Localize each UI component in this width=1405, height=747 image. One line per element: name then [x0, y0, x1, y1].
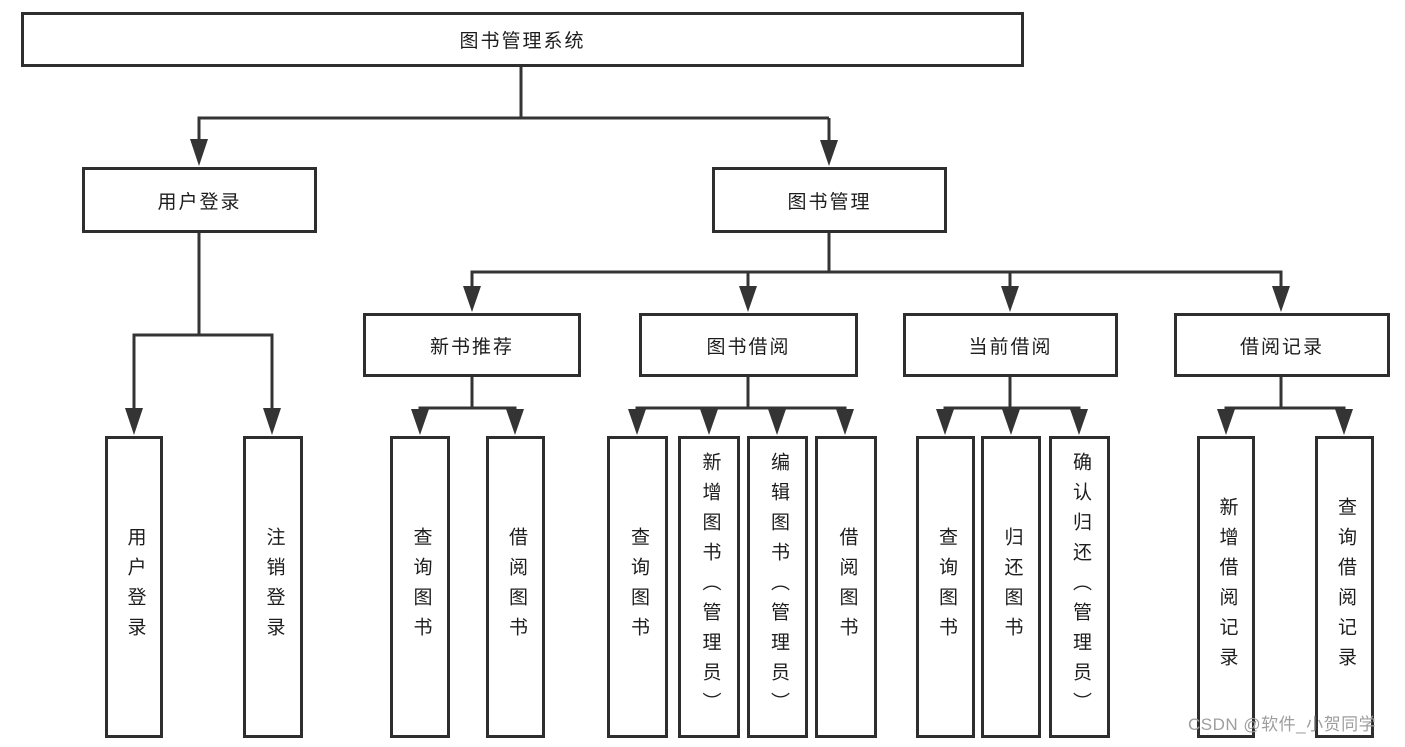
connector-new-book-children — [411, 377, 524, 435]
connector-book-borrow-children — [628, 377, 854, 435]
leaf-search-books-recommend: 查询图书 — [390, 436, 450, 738]
leaf-search-borrow-record: 查询借阅记录 — [1315, 436, 1374, 738]
node-label: 查询图书 — [627, 527, 649, 647]
node-label: 用户登录 — [124, 527, 146, 647]
node-label: 注销登录 — [263, 527, 285, 647]
node-borrowing-records: 借阅记录 — [1174, 313, 1390, 377]
connector-book-management-children — [463, 233, 1290, 312]
leaf-add-book-admin: 新增图书（管理员） — [678, 436, 740, 738]
leaf-borrow-books-borrowing: 借阅图书 — [815, 436, 877, 738]
node-label: 借阅图书 — [836, 527, 858, 647]
node-current-borrowing: 当前借阅 — [903, 313, 1118, 377]
connector-current-borrow-children — [936, 377, 1088, 435]
node-label: 借阅记录 — [1239, 336, 1324, 358]
leaf-user-login: 用户登录 — [105, 436, 163, 738]
node-new-book-recommendation: 新书推荐 — [363, 313, 581, 377]
node-label: 查询图书 — [935, 527, 957, 647]
leaf-borrow-books-recommend: 借阅图书 — [486, 436, 545, 738]
leaf-logout: 注销登录 — [243, 436, 303, 738]
node-label: 当前借阅 — [968, 336, 1053, 358]
node-label: 图书借阅 — [706, 336, 791, 358]
watermark: CSDN @软件_小贺同学 — [1188, 715, 1377, 734]
node-label: 新增图书（管理员） — [699, 452, 721, 722]
leaf-edit-book-admin: 编辑图书（管理员） — [747, 436, 808, 738]
node-label: 编辑图书（管理员） — [767, 452, 789, 722]
node-library-management-system: 图书管理系统 — [21, 12, 1024, 67]
node-label: 查询图书 — [410, 527, 432, 647]
node-label: 查询借阅记录 — [1334, 497, 1356, 677]
node-label: 确认归还（管理员） — [1069, 452, 1091, 722]
node-label: 图书管理 — [787, 191, 872, 213]
node-label: 图书管理系统 — [459, 31, 586, 52]
node-label: 用户登录 — [157, 191, 242, 213]
leaf-search-books-current: 查询图书 — [916, 436, 975, 738]
node-label: 新书推荐 — [429, 336, 514, 358]
connector-root-to-level1 — [190, 67, 838, 166]
node-book-borrowing: 图书借阅 — [639, 313, 858, 377]
leaf-confirm-return-admin: 确认归还（管理员） — [1049, 436, 1110, 738]
node-label: 借阅图书 — [505, 527, 527, 647]
leaf-add-borrow-record: 新增借阅记录 — [1197, 436, 1255, 738]
node-book-management: 图书管理 — [712, 167, 947, 233]
connector-borrow-record-children — [1217, 377, 1353, 435]
node-user-login: 用户登录 — [82, 167, 317, 233]
node-label: 新增借阅记录 — [1216, 497, 1238, 677]
node-label: 归还图书 — [1001, 527, 1023, 647]
connector-user-login-children — [125, 233, 281, 435]
leaf-return-book: 归还图书 — [981, 436, 1041, 738]
leaf-search-books-borrowing: 查询图书 — [607, 436, 668, 738]
